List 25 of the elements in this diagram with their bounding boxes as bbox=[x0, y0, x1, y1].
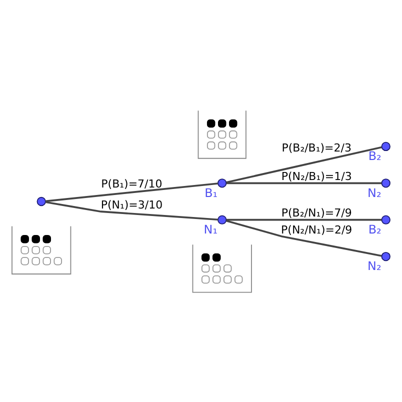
node-label: N₁ bbox=[204, 222, 218, 236]
node-label: N₂ bbox=[368, 185, 382, 200]
node-label: B₁ bbox=[204, 185, 218, 200]
node-label: B₂ bbox=[368, 222, 382, 236]
edge-label: P(N₁)=3/10 bbox=[100, 198, 163, 211]
node-circle bbox=[218, 214, 227, 224]
edge-label: P(B₂/N₁)=7/9 bbox=[281, 206, 352, 220]
connector bbox=[226, 219, 382, 256]
edge-label: P(N₂/B₁)=1/3 bbox=[281, 170, 352, 183]
node-label: B₂ bbox=[368, 148, 382, 163]
edge-label: P(B₂/B₁)=2/3 bbox=[282, 141, 352, 154]
node-circle bbox=[36, 196, 46, 206]
edge-label: P(N₂/N₁)=2/9 bbox=[281, 222, 352, 236]
connector bbox=[46, 200, 218, 220]
connector bbox=[226, 218, 382, 220]
node-label: N₂ bbox=[368, 258, 382, 273]
connector bbox=[226, 146, 382, 183]
node-circle bbox=[381, 251, 390, 261]
node-circle bbox=[381, 141, 390, 151]
edge-label: P(B₁)=7/10 bbox=[101, 176, 162, 190]
node-circle bbox=[381, 214, 390, 224]
connector bbox=[226, 182, 382, 184]
connector bbox=[46, 182, 218, 202]
node-circle bbox=[381, 178, 390, 188]
node-circle bbox=[218, 178, 227, 188]
